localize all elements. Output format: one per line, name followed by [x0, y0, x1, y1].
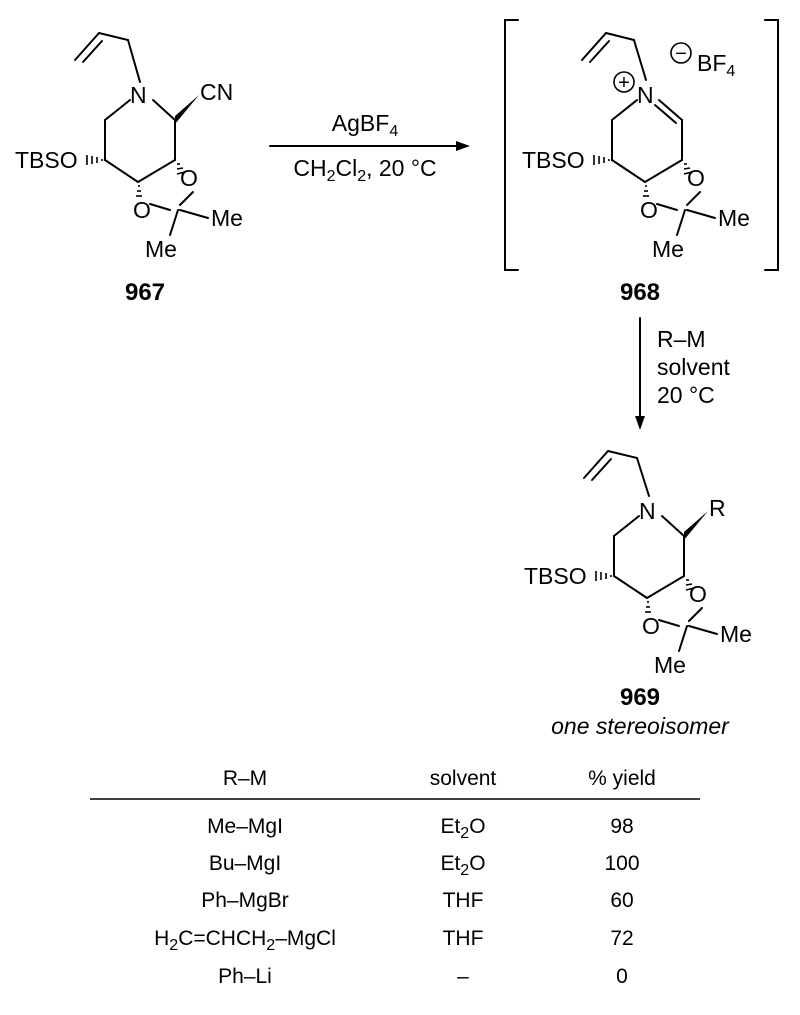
intermediate-brackets: [504, 19, 779, 271]
results-table: R–M solvent % yield Me–MgI Et2O 98 Bu–Mg…: [90, 767, 700, 988]
cell-solvent: THF: [443, 889, 484, 912]
cell-yield: 98: [610, 815, 633, 838]
cell-solvent: Et2O: [440, 852, 485, 879]
oxygen-atom-968-b: O: [640, 197, 658, 223]
compound-969-label: 969: [620, 684, 660, 711]
tbso-label-969: TBSO: [524, 563, 587, 589]
table-row: H2C=CHCH2–MgCl THF 72: [154, 927, 634, 954]
tbso-hashed-bond-969: [595, 571, 612, 581]
methyl-label-968-b: Me: [652, 236, 684, 262]
compound-968-label: 968: [620, 279, 660, 306]
cell-rm: Me–MgI: [207, 815, 283, 838]
oxygen-atom-967-b: O: [133, 197, 151, 223]
compound-967-label: 967: [125, 279, 165, 306]
r-wedge-bond: [684, 511, 708, 540]
cell-solvent: Et2O: [440, 815, 485, 842]
cell-solvent: THF: [443, 927, 484, 950]
minus-sign: −: [675, 43, 687, 65]
positive-charge-icon: [613, 71, 635, 93]
dioxolane-hashed-bonds-968: [643, 163, 693, 197]
cell-rm: Ph–Li: [218, 965, 272, 988]
reagent-rm: R–M: [657, 326, 706, 352]
table-row: Ph–MgBr THF 60: [201, 889, 633, 912]
methyl-label-969-b: Me: [654, 652, 686, 678]
table-row: Bu–MgI Et2O 100: [209, 852, 640, 879]
compound-968-structure: + − N BF4 TBSO O O Me Me: [522, 32, 750, 262]
oxygen-atom-969-b: O: [642, 613, 660, 639]
tbso-label-967: TBSO: [15, 147, 78, 173]
cell-rm: H2C=CHCH2–MgCl: [154, 927, 336, 954]
compound-969-structure: N R TBSO O O Me Me: [524, 450, 752, 678]
table-row: Ph–Li – 0: [218, 965, 628, 988]
cell-rm: Bu–MgI: [209, 852, 281, 875]
reaction-arrow-2-head: [635, 416, 645, 430]
reagent-temperature: 20 °C: [657, 382, 715, 408]
cell-yield: 100: [604, 852, 639, 875]
cn-wedge-bond: [175, 95, 199, 124]
cell-solvent: –: [457, 965, 469, 988]
nitrogen-atom-969: N: [639, 498, 656, 524]
table-header-yield: % yield: [588, 767, 656, 790]
iminium-nitrogen-968: N: [637, 82, 654, 108]
r-group-label: R: [709, 495, 726, 521]
methyl-label-967-a: Me: [211, 205, 243, 231]
tetrafluoroborate-label: BF4: [697, 50, 735, 80]
reaction-arrow-1-head: [456, 141, 470, 151]
cell-yield: 60: [610, 889, 633, 912]
dioxolane-hashed-bonds-969: [645, 579, 695, 613]
cell-rm: Ph–MgBr: [201, 889, 289, 912]
cell-yield: 72: [610, 927, 633, 950]
methyl-label-968-a: Me: [718, 205, 750, 231]
table-header-rm: R–M: [223, 767, 267, 790]
tbso-label-968: TBSO: [522, 147, 585, 173]
stereoisomer-note: one stereoisomer: [551, 713, 730, 739]
oxygen-atom-969-a: O: [689, 581, 707, 607]
conditions-solvent-temp: CH2Cl2, 20 °C: [293, 155, 436, 185]
table-row: Me–MgI Et2O 98: [207, 815, 634, 842]
table-header-solvent: solvent: [430, 767, 497, 790]
reagent-solvent: solvent: [657, 354, 730, 380]
compound-967-structure: N CN TBSO O O Me Me: [15, 32, 243, 262]
dioxolane-hashed-bonds: [136, 163, 186, 197]
oxygen-atom-967-a: O: [180, 165, 198, 191]
nitrogen-atom-967: N: [130, 82, 147, 108]
tbso-hashed-bond: [86, 155, 103, 165]
plus-sign: +: [618, 72, 630, 94]
negative-charge-icon: [670, 42, 692, 64]
oxygen-atom-968-a: O: [687, 165, 705, 191]
nitrile-label-967: CN: [200, 79, 233, 105]
methyl-label-969-a: Me: [720, 621, 752, 647]
cell-yield: 0: [616, 965, 628, 988]
reagent-agbf4: AgBF4: [332, 110, 399, 140]
methyl-label-967-b: Me: [145, 236, 177, 262]
tbso-hashed-bond-968: [593, 155, 610, 165]
